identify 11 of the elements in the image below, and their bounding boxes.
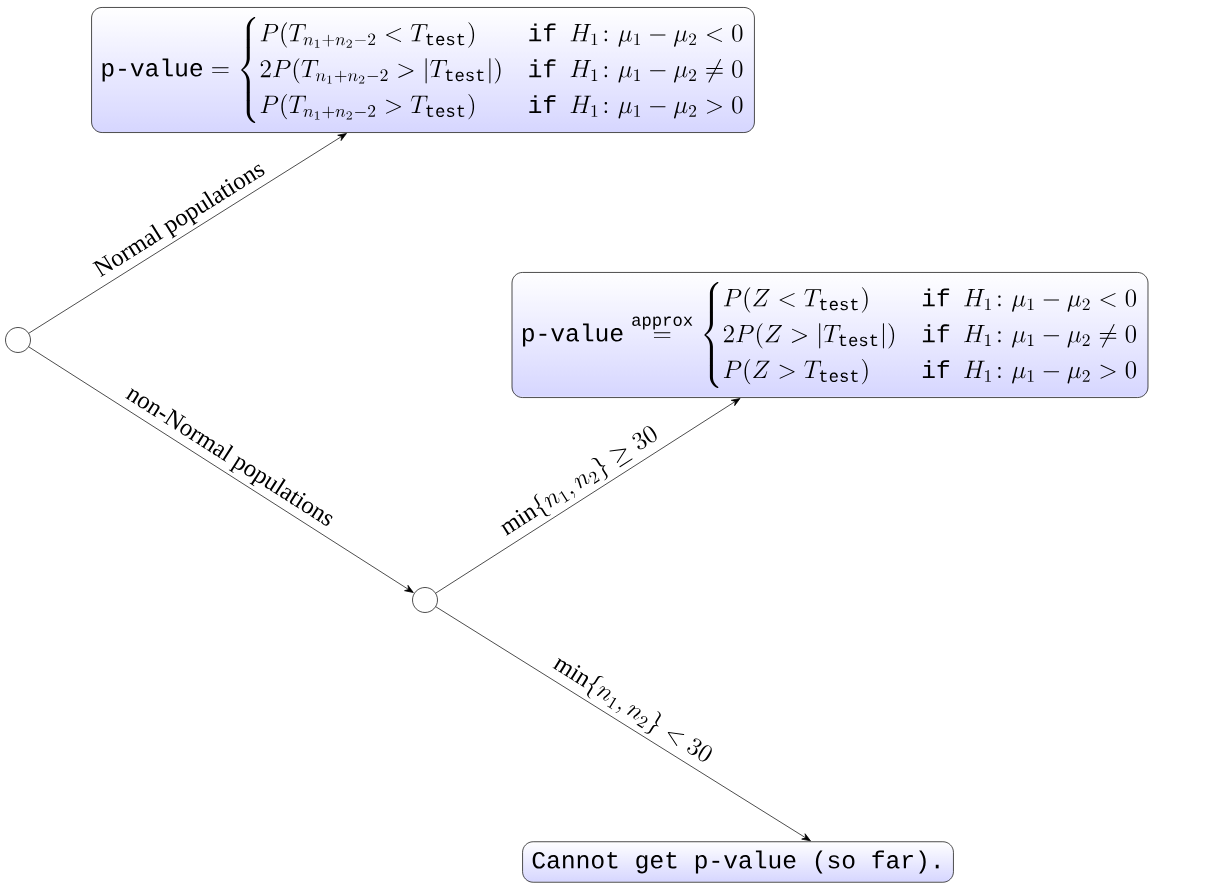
arrow <box>435 398 741 594</box>
formula-box: $\texttt{p-value} = \begin{cases} P(T_{n_1+n_2-2} < T_{\texttt{test}}) & \texttt{if}\ \ H_1\colon \mu_1-\mu_2<0 \\ 2P(T_{n_1+n_2-2} > |T_{\texttt{test}}|) & \texttt{if}\ \ H_1\colon \mu_1-\mu_2\neq 0 \\ P(T_{n_1+n_2-2} > T_{\texttt{test}}) & \texttt{if}\ \ H_1\colon \mu_1-\mu_2>0 \end{cases}$ <box>91 7 755 133</box>
edge-label: $\min\{n_1,n_2\}\geq 30$ <box>500 426 657 536</box>
arrow <box>28 133 347 334</box>
arrow <box>28 346 414 593</box>
formula-box: $\texttt{p-value} \stackrel{\texttt{approx}}{=} \begin{cases} P(Z < T_{\texttt{test}}) & \texttt{if}\ \ H_1\colon \mu_1-\mu_2<0 \\ 2P(Z > |T_{\texttt{test}}|) & \texttt{if}\ \ H_1\colon \mu_1-\mu_2\neq 0 \\ P(Z > T_{\texttt{test}}) & \texttt{if}\ \ H_1\colon \mu_1-\mu_2>0 \end{cases}$ <box>511 272 1149 398</box>
branch-circle <box>5 327 31 353</box>
arrow <box>435 606 811 842</box>
edge-label: $\min\{n_1,n_2\} < 30$ <box>552 658 712 762</box>
branch-circle <box>412 587 438 613</box>
result-box: Cannot get p-value (so far). <box>522 841 954 883</box>
